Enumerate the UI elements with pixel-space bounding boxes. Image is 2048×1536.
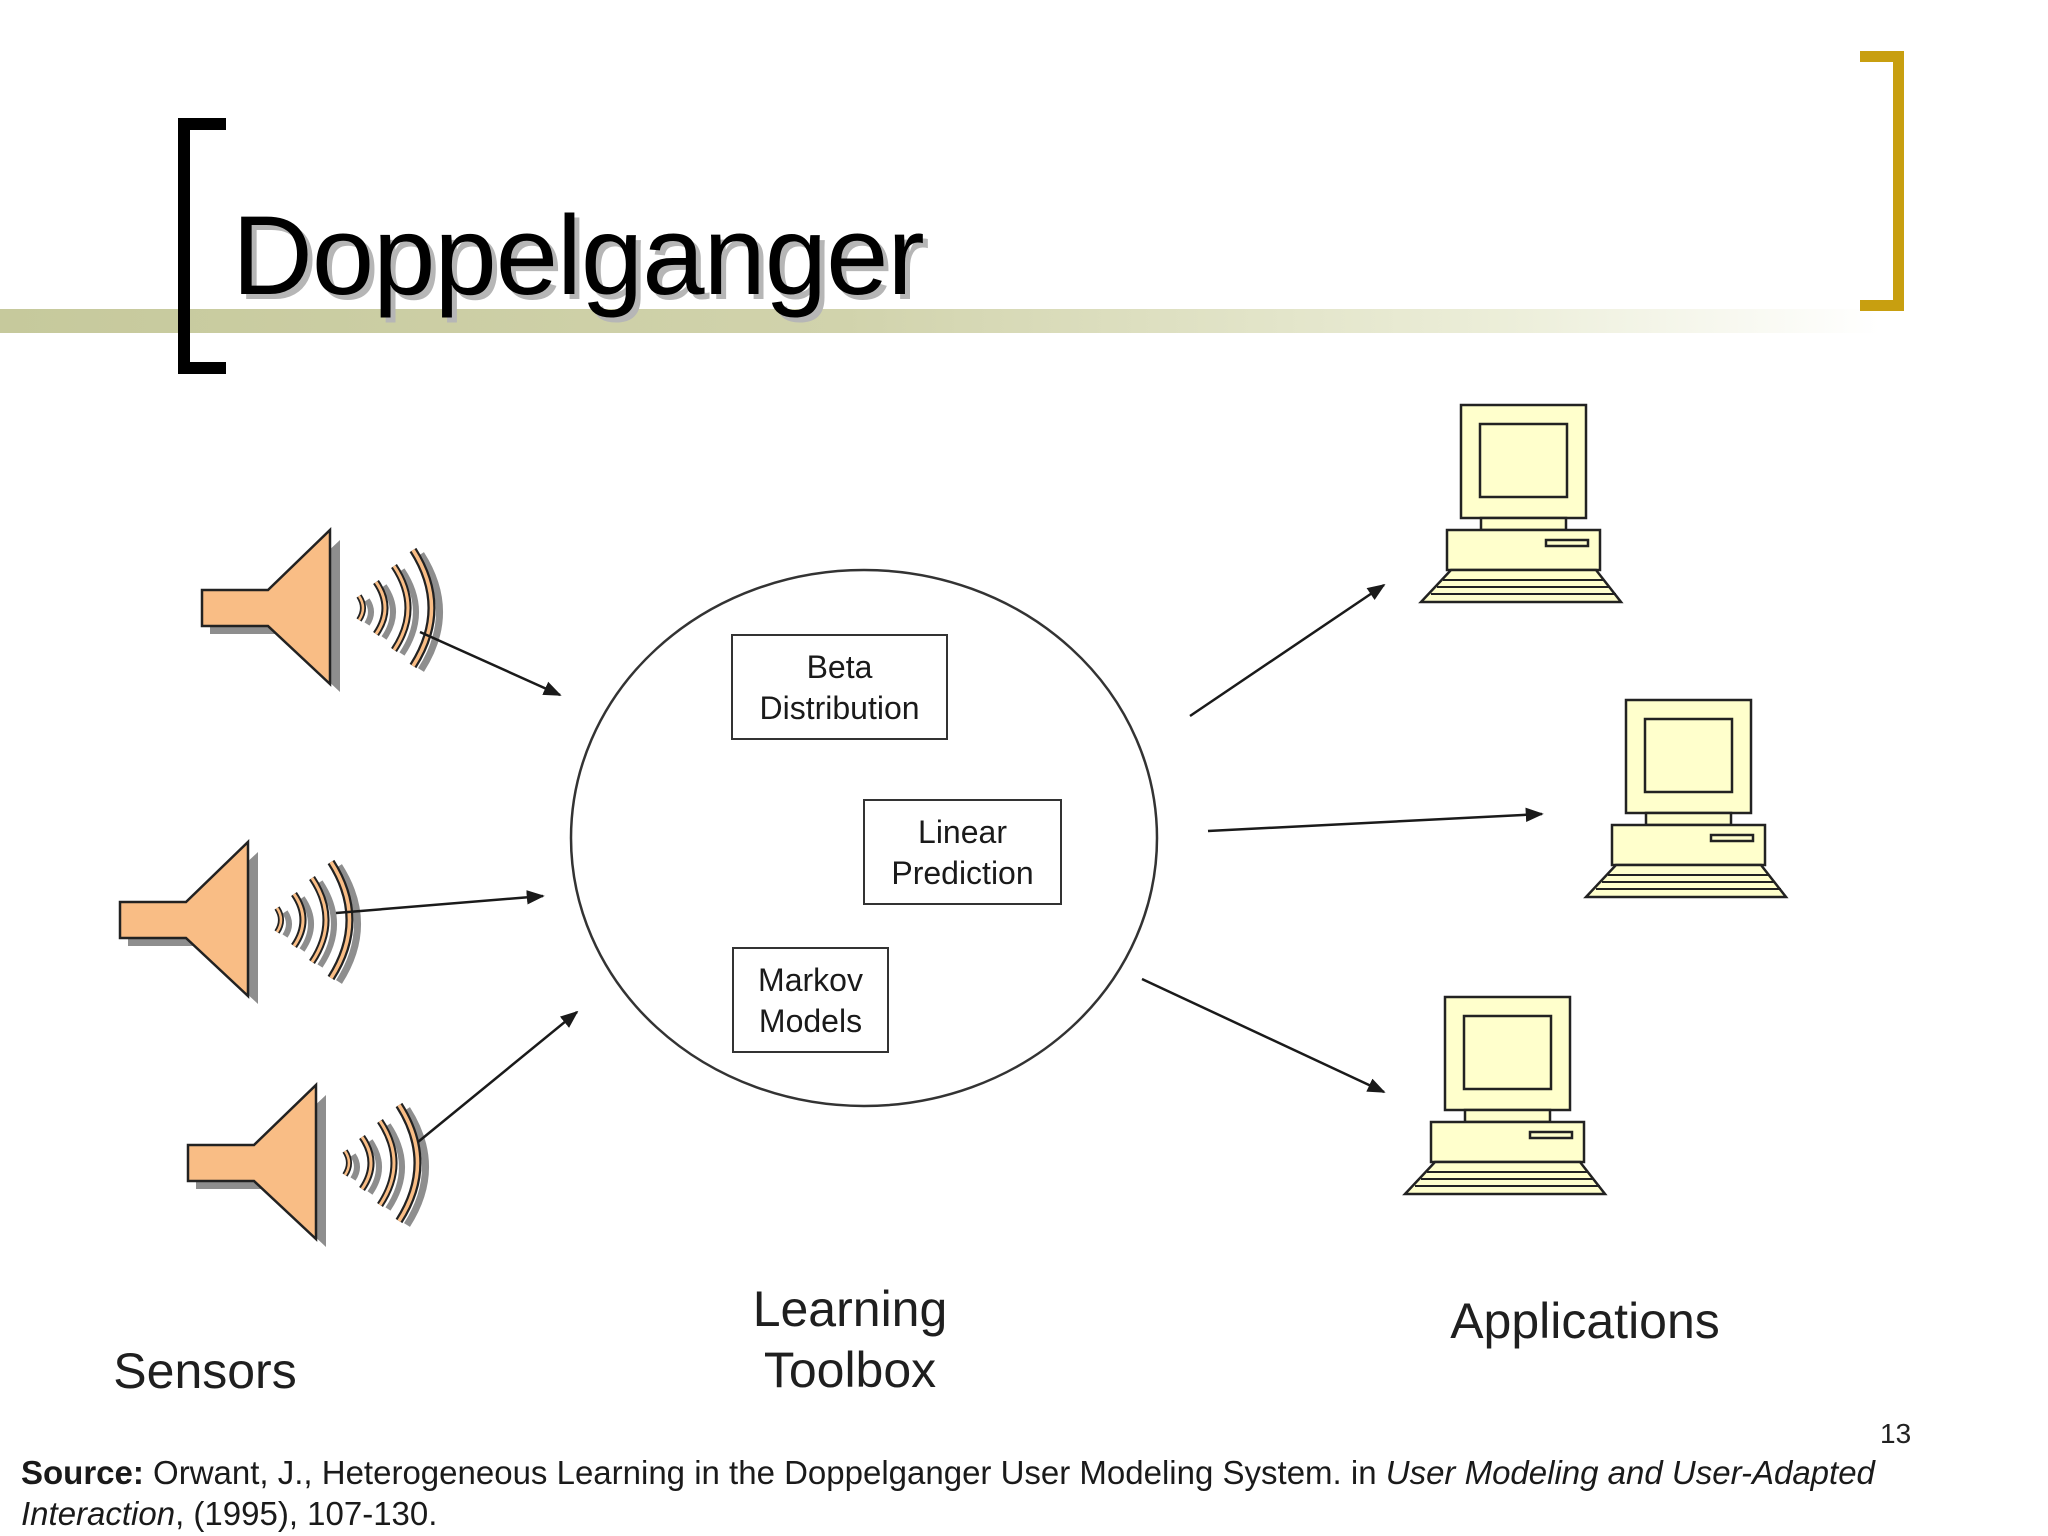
method-box-line: Beta <box>806 649 873 685</box>
sensor-speaker-icon-3 <box>188 1085 426 1247</box>
title-right-bracket <box>1860 51 1904 311</box>
method-box-beta-distribution: Beta Distribution <box>731 634 948 740</box>
application-computer-icon-1 <box>1419 403 1623 604</box>
source-text: Orwant, J., Heterogeneous Learning in th… <box>143 1454 1386 1491</box>
slide-title: Doppelganger <box>232 193 925 318</box>
method-box-line: Prediction <box>891 855 1034 891</box>
method-box-line: Models <box>758 1003 863 1039</box>
source-label: Source: <box>21 1454 144 1491</box>
application-computer-icon-2 <box>1584 698 1788 899</box>
sensor-arrow-2 <box>335 890 545 915</box>
source-journal-title: User Modeling and User-Adapted Interacti… <box>21 1454 1875 1532</box>
sensors-label: Sensors <box>90 1341 320 1402</box>
learning-toolbox-label-line: Toolbox <box>763 1342 937 1398</box>
sensor-speaker-icon-2 <box>120 842 358 1004</box>
source-citation: Source: Orwant, J., Heterogeneous Learni… <box>21 1452 1901 1534</box>
applications-label: Applications <box>1420 1291 1750 1352</box>
learning-toolbox-label-line: Learning <box>752 1281 948 1337</box>
method-box-markov-models: Markov Models <box>732 947 889 1053</box>
page-number: 13 <box>1880 1418 1912 1449</box>
title-underline-band <box>0 309 1880 333</box>
source-text-end: , (1995), 107-130. <box>175 1495 438 1532</box>
applications-label-line: Applications <box>1450 1293 1720 1349</box>
sensor-arrow-1 <box>419 630 562 697</box>
sensor-arrow-3 <box>417 1010 579 1143</box>
method-box-line: Distribution <box>759 690 920 726</box>
sensors-label-line: Sensors <box>113 1343 297 1399</box>
application-computer-icon-3 <box>1403 995 1607 1196</box>
application-arrow-1 <box>1189 583 1386 718</box>
method-box-line: Markov <box>758 962 863 998</box>
application-arrow-3 <box>1141 977 1386 1094</box>
learning-toolbox-label: Learning Toolbox <box>700 1279 1000 1401</box>
method-box-linear-prediction: Linear Prediction <box>863 799 1062 905</box>
method-box-line: Linear <box>918 814 1007 850</box>
application-arrow-2 <box>1207 807 1544 833</box>
title-left-bracket <box>178 118 226 374</box>
sensor-speaker-icon-1 <box>202 530 440 692</box>
